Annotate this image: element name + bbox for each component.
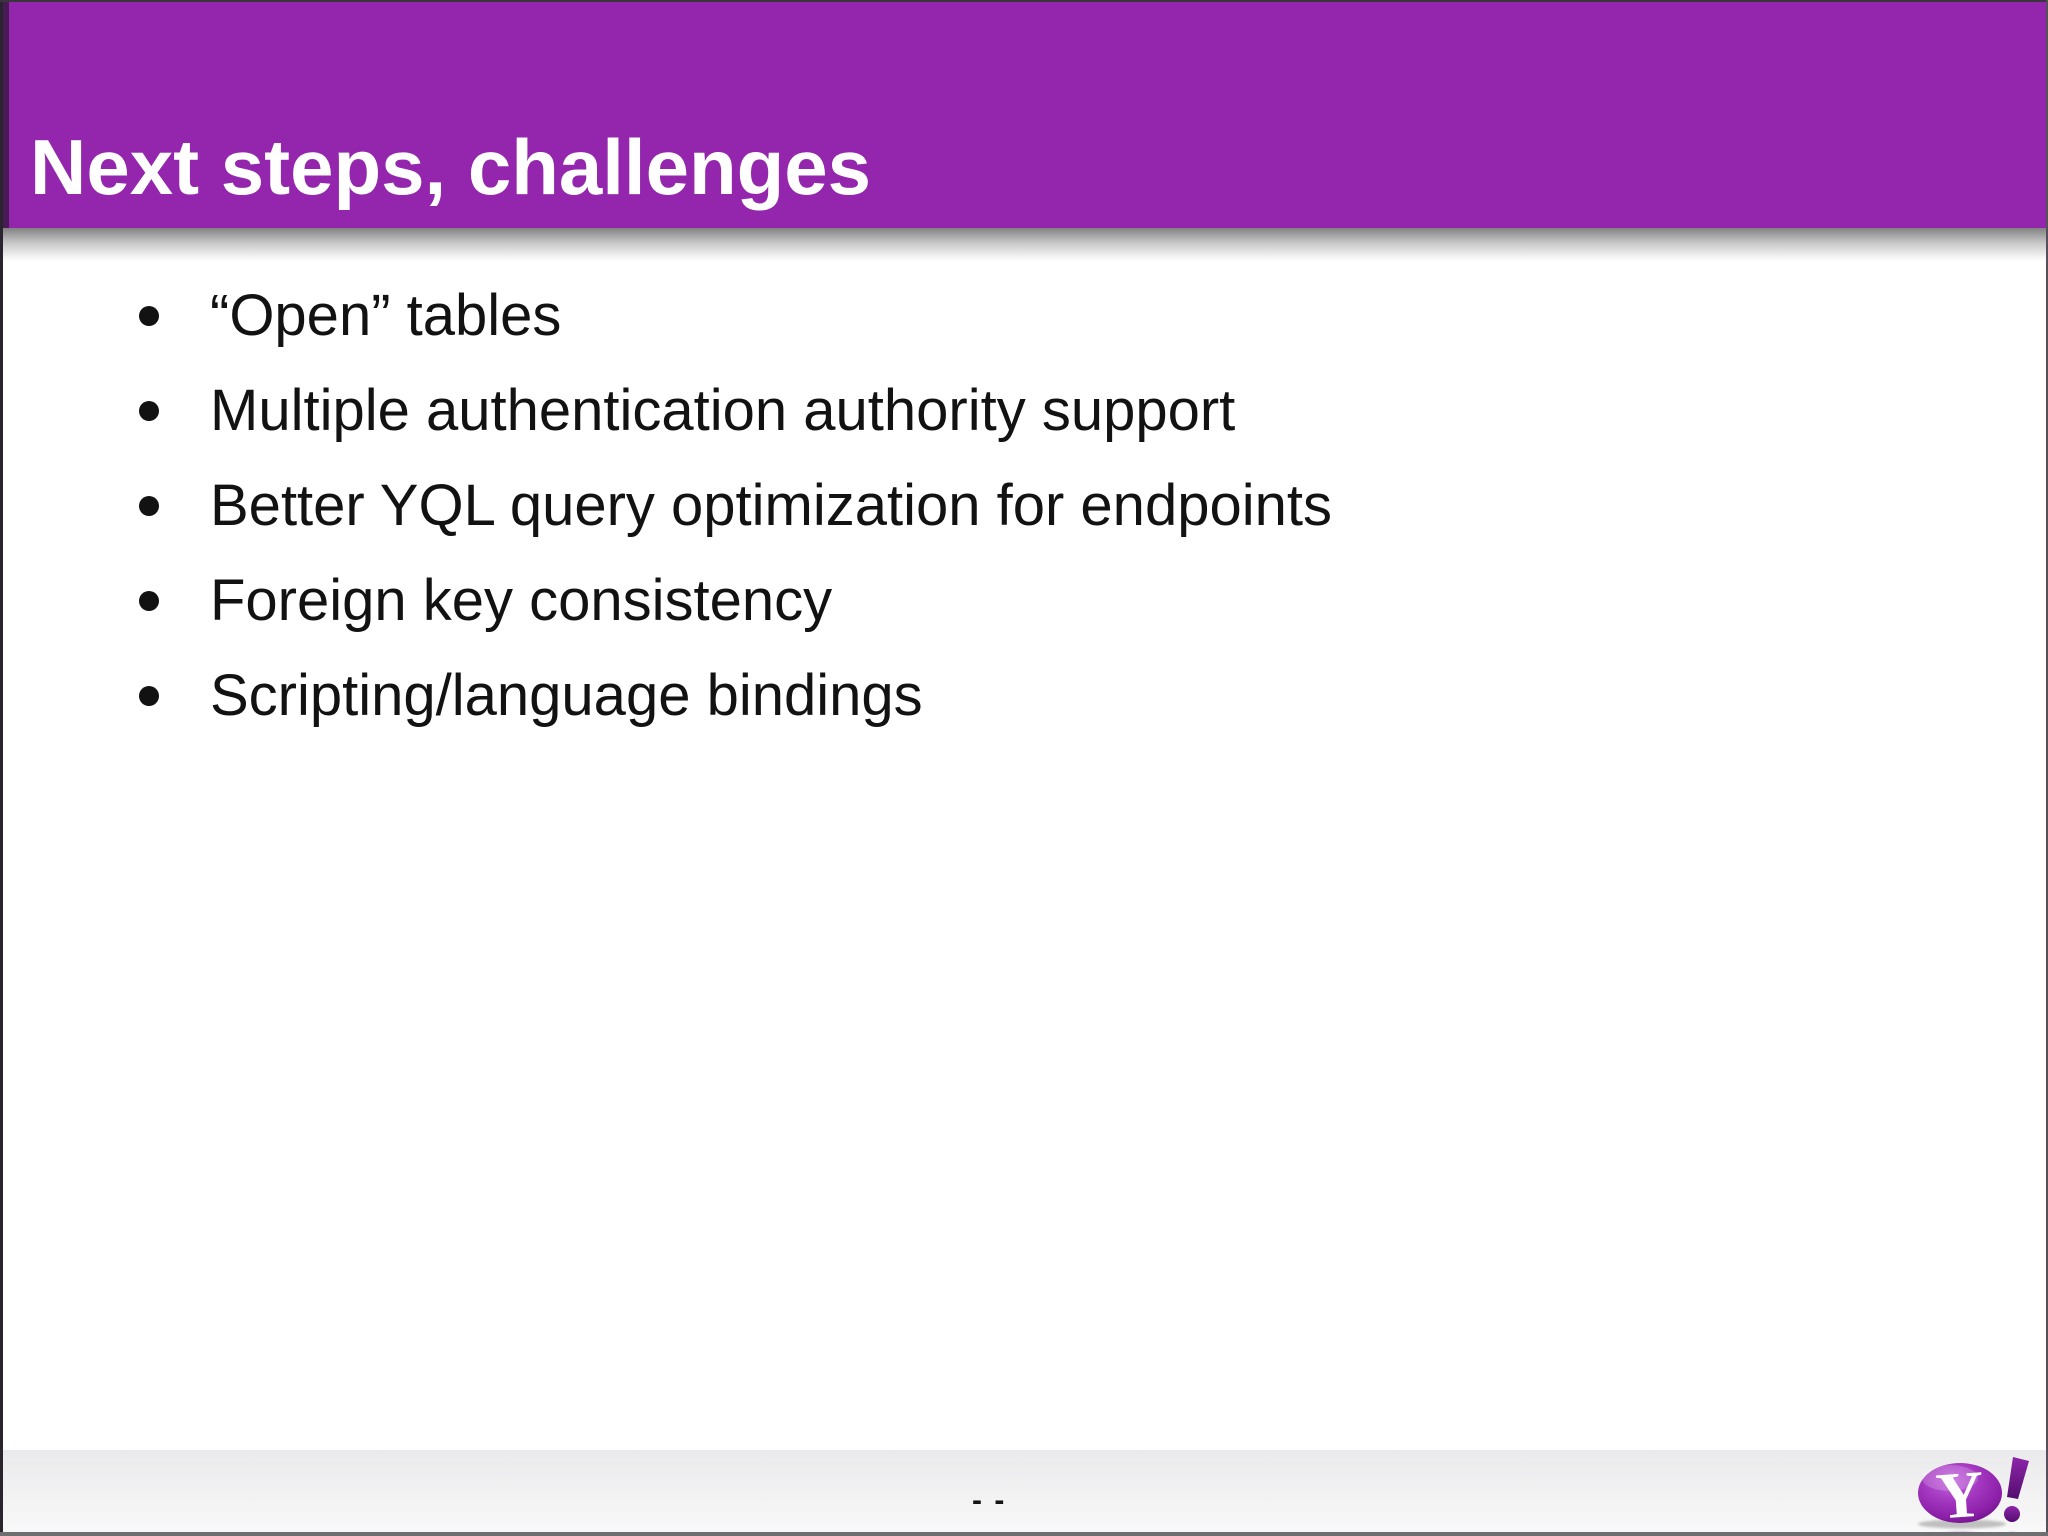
frame-edge-left: [0, 0, 3, 1536]
page-title: Next steps, challenges: [30, 123, 872, 211]
logo-letter-y: Y: [1934, 1457, 1987, 1533]
logo-exclamation-icon: [2004, 1457, 2029, 1522]
bullet-item: Better YQL query optimization for endpoi…: [0, 458, 2048, 553]
banner-drop-shadow: [0, 228, 2048, 262]
bullet-item: Foreign key consistency: [0, 553, 2048, 648]
frame-edge-bottom: [0, 1532, 2048, 1536]
bullet-item: “Open” tables: [0, 268, 2048, 363]
yahoo-logo-icon: Y: [1918, 1457, 2029, 1536]
frame-edge-right: [2046, 0, 2048, 1536]
bullet-item: Scripting/language bindings: [0, 648, 2048, 743]
logo-gloss-highlight: [1922, 1465, 1978, 1491]
page-number-placeholder: - -: [972, 1484, 1007, 1517]
logo-bubble: [1918, 1463, 2002, 1523]
title-banner: Next steps, challenges: [0, 0, 2048, 228]
logo-shadow: [1918, 1519, 2006, 1529]
frame-edge-top: [0, 0, 2048, 2]
footer-band: [0, 1450, 2048, 1536]
bullet-item: Multiple authentication authority suppor…: [0, 363, 2048, 458]
